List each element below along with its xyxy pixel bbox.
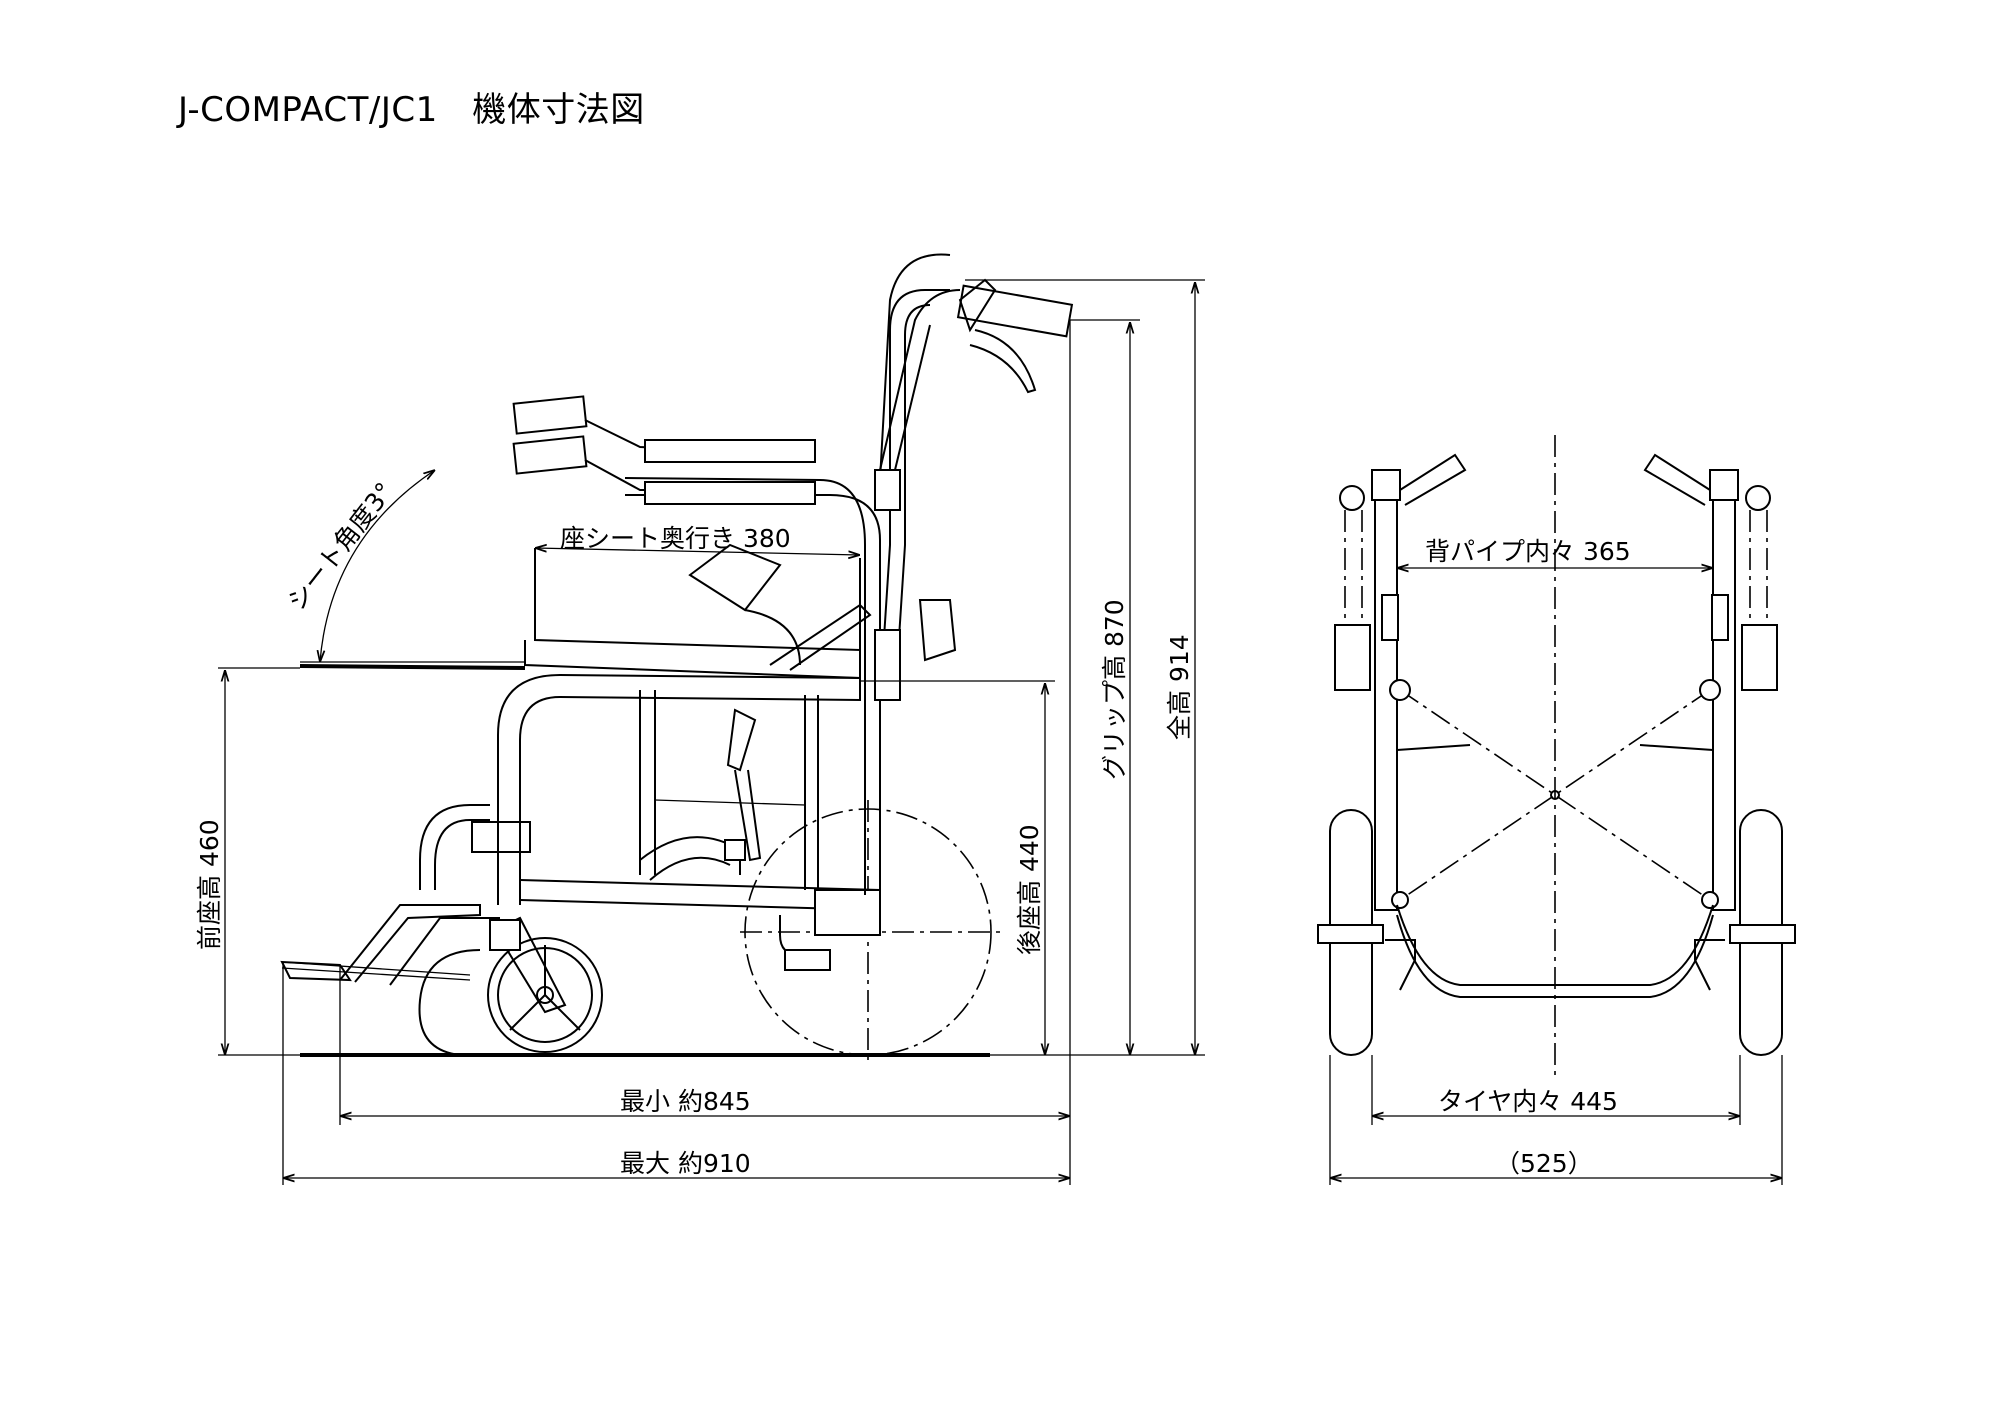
footrest	[280, 904, 500, 986]
seat-reference-line	[299, 664, 526, 670]
page-title: J-COMPACT/JC1 機体寸法図	[178, 90, 645, 130]
seat-depth-label: 座シート奥行き 380	[560, 524, 791, 553]
length-min-label: 最小 約845	[620, 1087, 751, 1116]
front-seat-height-label: 前座高 460	[195, 819, 224, 950]
side-view-wheelchair	[280, 253, 1074, 1065]
rear-seat-height-label: 後座高 440	[1015, 824, 1044, 955]
tire-inner-label: タイヤ内々 445	[1438, 1087, 1618, 1116]
total-height-label: 全高 914	[1165, 634, 1194, 740]
push-handle	[879, 278, 1074, 471]
back-pipe-inner-label: 背パイプ内々 365	[1425, 537, 1631, 566]
brake-block	[471, 821, 531, 853]
armrest	[512, 395, 816, 505]
seat	[524, 548, 861, 680]
front-dimensions	[1329, 568, 1783, 1185]
side-dimensions	[218, 279, 1205, 1185]
overall-width-label: （525）	[1495, 1149, 1593, 1178]
front-caster	[487, 916, 603, 1053]
seat-angle-arc	[320, 470, 435, 662]
front-view-wheelchair	[1317, 435, 1796, 1080]
length-max-label: 最大 約910	[620, 1149, 751, 1178]
grip-height-label: グリップ高 870	[1100, 599, 1129, 780]
seat-angle-label: シート角度3°	[282, 477, 399, 616]
